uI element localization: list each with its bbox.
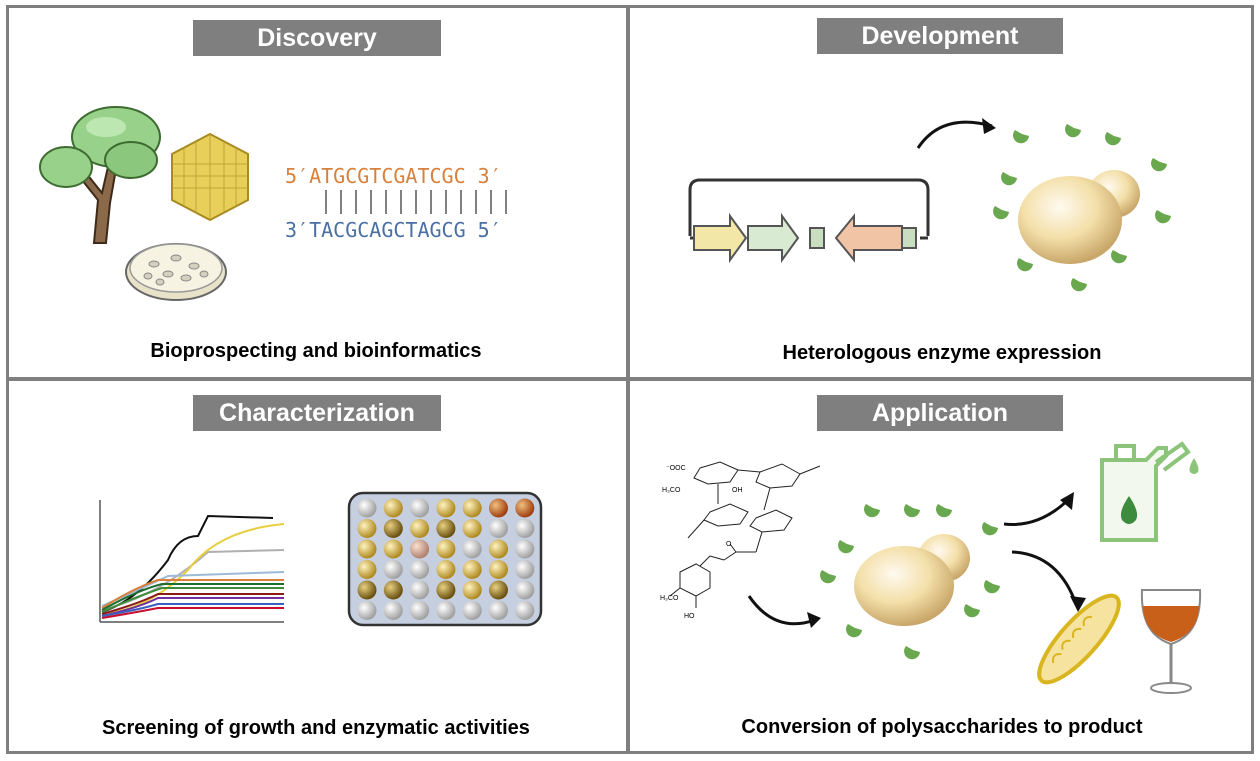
promoter-block-2 — [901, 227, 917, 249]
application-title: Application — [817, 395, 1063, 431]
microplate-well — [462, 601, 482, 620]
microplate-well — [357, 601, 377, 620]
microplate-well — [436, 580, 456, 600]
promoter-block-1 — [809, 227, 825, 249]
microplate-well — [357, 560, 377, 579]
yeast-cell-icon — [1018, 170, 1140, 264]
microplate-well — [383, 498, 403, 518]
microplate-well — [410, 539, 430, 559]
microplate-well — [436, 539, 456, 559]
molecule-label-methoxy-bottom: H₃CO — [660, 595, 679, 602]
microplate-well — [357, 498, 377, 518]
petri-dish-icon — [125, 243, 227, 301]
microplate-well — [462, 539, 482, 559]
microplate-well — [383, 519, 403, 538]
microplate-well — [383, 539, 403, 559]
microplate-well — [515, 519, 535, 538]
base-pair-lines — [325, 190, 507, 214]
microplate-icon — [347, 491, 543, 627]
microplate-well — [436, 519, 456, 538]
microplate-well — [489, 519, 508, 538]
gene-arrow-1 — [693, 212, 748, 264]
microplate-well — [410, 580, 430, 600]
microplate-well — [383, 560, 403, 579]
enzyme-particles — [993, 124, 1171, 292]
gene-arrow-3 — [834, 213, 903, 263]
bread-icon — [1037, 593, 1121, 685]
discovery-title: Discovery — [193, 20, 441, 56]
microplate-well — [436, 601, 456, 620]
microplate-well — [410, 560, 430, 579]
microplate-well — [410, 519, 430, 538]
microplate-well — [462, 580, 482, 600]
molecule-label-oh: OH — [732, 487, 743, 494]
growth-curves-plot — [99, 500, 285, 623]
arrow-to-food — [1011, 550, 1086, 612]
fuel-canister-icon — [1100, 441, 1199, 542]
microplate-well — [515, 601, 535, 620]
yeast-cell-icon-application — [854, 534, 970, 626]
dna-top-strand: 5′ATGCGTCGATCGC 3′ — [285, 164, 502, 188]
microplate-well — [436, 498, 456, 518]
gene-arrow-2 — [747, 212, 800, 264]
crystal-lattice-icon — [171, 132, 249, 222]
polysaccharide-structure: ⁻OOC H₃CO OH O H₃CO HO — [660, 461, 821, 620]
arrow-to-fuel — [1003, 492, 1074, 526]
microplate-well — [515, 539, 535, 559]
dna-bottom-strand: 3′TACGCAGCTAGCG 5′ — [285, 218, 502, 242]
microplate-well — [357, 580, 377, 600]
microplate-well — [515, 498, 535, 518]
microplate-well — [489, 580, 508, 600]
microplate-well — [383, 601, 403, 620]
application-caption: Conversion of polysaccharides to product — [741, 716, 1143, 738]
microplate-well — [515, 580, 535, 600]
microplate-well — [489, 601, 508, 620]
development-caption: Heterologous enzyme expression — [782, 342, 1102, 364]
wine-glass-icon — [1140, 589, 1202, 694]
molecule-label-methoxy-top: H₃CO — [662, 487, 681, 494]
microplate-well — [462, 560, 482, 579]
molecule-label-ho: HO — [684, 613, 695, 620]
microplate-well — [357, 539, 377, 559]
microplate-well — [357, 519, 377, 538]
curved-arrow-icon — [916, 118, 996, 149]
microplate-well — [515, 560, 535, 579]
characterization-caption: Screening of growth and enzymatic activi… — [102, 717, 530, 739]
microplate-well — [489, 498, 508, 518]
plasmid-diagram — [688, 178, 930, 264]
development-title: Development — [817, 18, 1063, 54]
microplate-well — [436, 560, 456, 579]
tree-icon — [39, 106, 161, 244]
discovery-caption: Bioprospecting and bioinformatics — [150, 340, 482, 362]
microplate-well — [383, 580, 403, 600]
microplate-well — [462, 519, 482, 538]
molecule-label-carboxylate: ⁻OOC — [666, 465, 686, 472]
enzyme-particles-application — [820, 504, 1000, 660]
microplate-well — [489, 560, 508, 579]
microplate-well — [410, 601, 430, 620]
microplate-well — [410, 498, 430, 518]
microplate-well — [489, 539, 508, 559]
curved-arrow-icon-substrate — [747, 595, 821, 628]
molecule-label-o: O — [726, 541, 732, 548]
microplate-well — [462, 498, 482, 518]
horizontal-divider — [6, 377, 1254, 381]
characterization-title: Characterization — [193, 395, 441, 431]
